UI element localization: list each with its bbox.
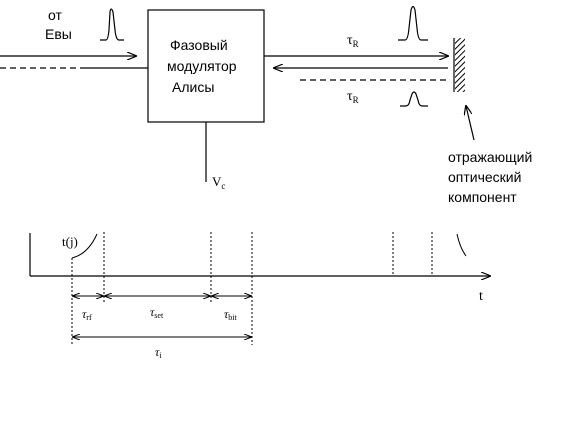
mirror-label-line2: оптический	[448, 169, 521, 185]
modulator-label-line2: модулятор	[167, 58, 237, 74]
mirror-hatching	[455, 38, 465, 92]
voltage-symbol: Vc	[212, 174, 225, 191]
source-label-line2: Евы	[45, 26, 72, 42]
tau-r-return-label: τR	[347, 89, 359, 105]
tau-i-label: τi	[155, 345, 162, 360]
source-label-line1: от	[48, 7, 62, 23]
rise-curve-left	[71, 233, 98, 259]
phase-modulator-box	[147, 9, 265, 123]
tau-r-forward-label: τR	[347, 33, 359, 49]
forward-pulse	[398, 5, 428, 41]
rise-curve-right	[456, 233, 467, 257]
time-axis-label: t	[479, 289, 483, 304]
modulator-label-line3: Алисы	[172, 79, 214, 95]
incoming-pulse	[100, 8, 124, 41]
mirror-pointer-arrow	[466, 106, 475, 141]
tau-set-label: τset	[150, 305, 164, 320]
modulator-label-line1: Фазовый	[170, 37, 228, 53]
tau-rf-label: τrf	[82, 307, 92, 322]
mirror-label-line3: компонент	[448, 189, 517, 205]
timing-curve-label: t(j)	[62, 234, 78, 249]
mirror-label-line1: отражающий	[448, 149, 532, 165]
reflected-pulse	[400, 91, 428, 107]
tau-bit-label: τbit	[224, 307, 238, 322]
